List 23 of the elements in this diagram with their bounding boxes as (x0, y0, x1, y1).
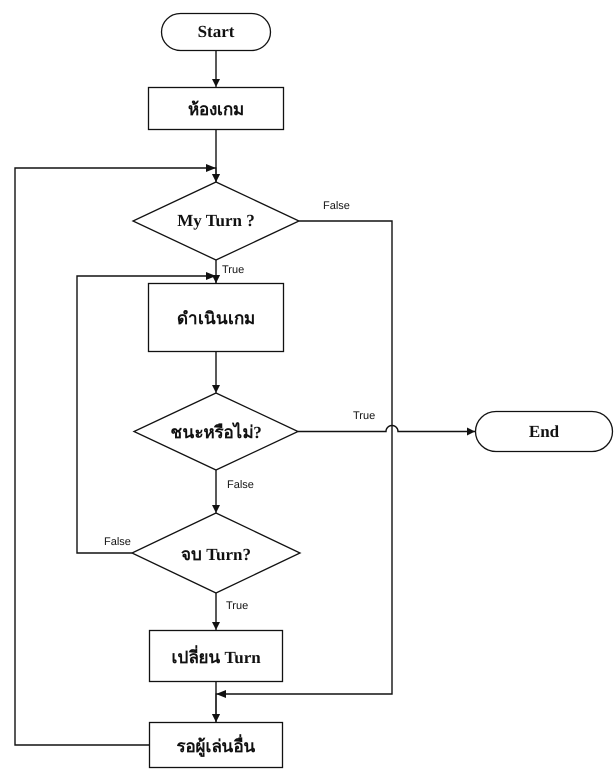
step-label: รอผู้เล่นอื่น (176, 732, 256, 758)
edge-label: False (322, 200, 351, 212)
arrow (212, 352, 220, 393)
arrow (212, 470, 220, 513)
edge-label: True (225, 600, 250, 612)
arrow (212, 51, 220, 87)
decision-text: จบ Turn? (181, 544, 251, 566)
step-label: End (528, 422, 560, 442)
step-label: ดำเนินเกม (177, 308, 255, 330)
step-label: ห้องเกม (188, 99, 244, 121)
edge-label: False (226, 479, 255, 491)
arrow (298, 424, 475, 436)
edge-label: True (221, 264, 246, 276)
edge-label: False (103, 536, 132, 548)
arrow (212, 593, 220, 630)
edge-label: True (352, 410, 376, 422)
arrow (14, 164, 220, 746)
arrow (212, 220, 393, 722)
arrow (76, 272, 220, 554)
decision-text: My Turn ? (177, 211, 255, 231)
decision-text: ชนะหรือไม่? (170, 421, 262, 444)
step-label: Start (198, 22, 234, 42)
step-label: เปลี่ยน Turn (171, 642, 261, 670)
